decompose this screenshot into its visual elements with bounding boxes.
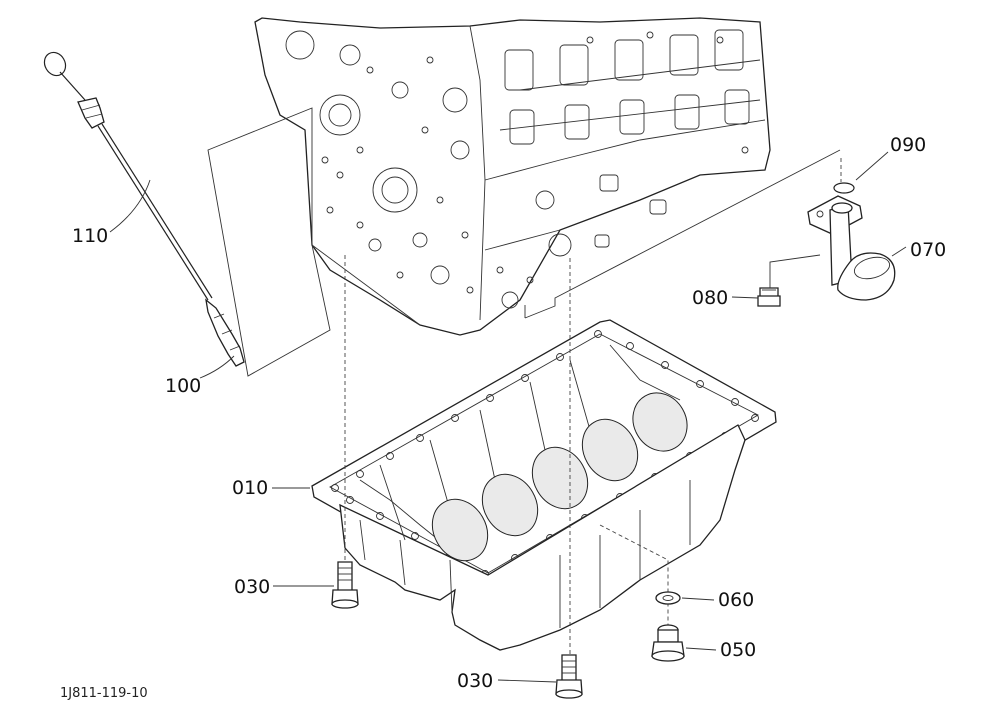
part-label-030-bottom: 030	[457, 670, 493, 692]
dipstick	[43, 51, 213, 301]
part-label-100: 100	[165, 375, 201, 397]
dipstick-guide	[205, 298, 245, 367]
strainer-bolt	[757, 287, 781, 307]
part-label-090: 090	[890, 134, 926, 156]
part-label-080: 080	[692, 287, 728, 309]
part-label-010: 010	[232, 477, 268, 499]
oil-pan	[311, 319, 777, 651]
oil-strainer	[807, 195, 896, 301]
part-label-110: 110	[72, 225, 108, 247]
part-label-030-left: 030	[234, 576, 270, 598]
part-label-070: 070	[910, 239, 946, 261]
pan-bolt-left	[331, 561, 359, 609]
part-label-050: 050	[720, 639, 756, 661]
drain-plug	[651, 624, 685, 662]
drawing-id: 1J811-119-10	[60, 686, 148, 701]
reference-outline-left	[207, 107, 331, 377]
o-ring	[833, 182, 855, 194]
leader-lines	[109, 151, 907, 683]
pan-bolt-bottom	[555, 654, 583, 699]
part-label-060: 060	[718, 589, 754, 611]
reference-outline-right	[524, 149, 841, 319]
drain-gasket	[655, 591, 681, 605]
